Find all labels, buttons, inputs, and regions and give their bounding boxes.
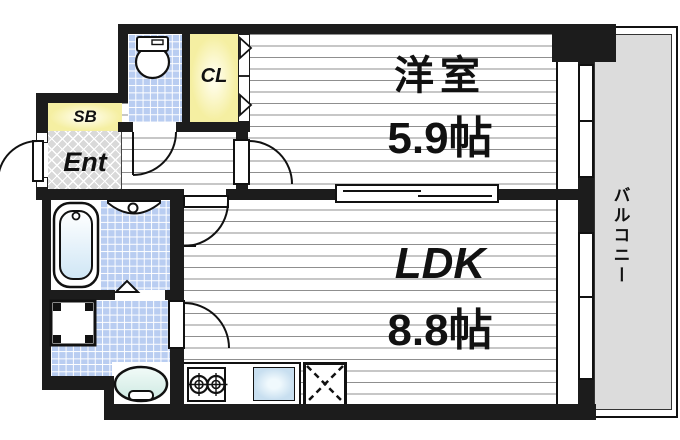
balcony-label: バルコニー — [610, 186, 630, 286]
sliding-door-panel — [418, 195, 492, 197]
door-jamb — [36, 177, 48, 188]
entrance-area — [48, 131, 122, 189]
balcony-area — [594, 34, 672, 410]
sliding-door-panel — [343, 190, 421, 192]
wall — [118, 24, 616, 34]
wall — [38, 93, 126, 103]
wall — [42, 192, 51, 384]
ldk-size: 8.8帖 — [387, 306, 493, 355]
wall — [118, 24, 128, 103]
window-mullion — [580, 120, 592, 122]
wall — [104, 376, 114, 420]
washroom-door-opening — [170, 302, 184, 348]
ldk-door-opening — [184, 189, 226, 200]
wall — [578, 24, 594, 64]
window-mullion — [580, 296, 592, 298]
entrance-label: Ent — [63, 146, 107, 177]
wall — [578, 380, 594, 420]
sliding-door-icon — [335, 184, 499, 203]
entrance-door-opening — [36, 142, 48, 178]
wall — [118, 122, 250, 132]
stove-icon — [187, 367, 226, 402]
bathroom-door-opening — [115, 290, 165, 300]
wall — [578, 178, 594, 232]
kitchen-sink-icon — [253, 367, 295, 401]
bathroom-tile — [100, 200, 170, 290]
wall — [36, 93, 48, 142]
shoe-box-label: SB — [73, 107, 97, 126]
toilet-room — [128, 34, 182, 122]
wall — [36, 189, 186, 200]
fridge-space-icon — [303, 362, 347, 407]
door-jamb — [36, 132, 48, 143]
washbasin-alcove — [112, 362, 170, 404]
closet-label: CL — [200, 64, 228, 87]
wall — [182, 33, 190, 122]
wall — [104, 404, 596, 420]
wall — [236, 181, 248, 200]
washroom — [51, 300, 170, 364]
shoe-box-area — [48, 103, 122, 131]
washroom-tile-lower — [51, 364, 112, 376]
wall — [494, 189, 594, 200]
closet-area — [190, 34, 238, 122]
wall — [42, 376, 114, 390]
wall — [226, 189, 338, 200]
western-room-size: 5.9帖 — [387, 114, 493, 163]
wall — [236, 122, 248, 142]
closet-folding-door — [238, 34, 250, 122]
ldk-label: LDK — [394, 239, 486, 288]
western-room-door-opening — [236, 142, 248, 181]
wall — [42, 290, 178, 300]
bath-counter — [108, 200, 160, 208]
toilet-door-opening — [133, 122, 176, 132]
window-icon — [578, 232, 594, 380]
western-room-label: 洋室 — [394, 54, 486, 98]
